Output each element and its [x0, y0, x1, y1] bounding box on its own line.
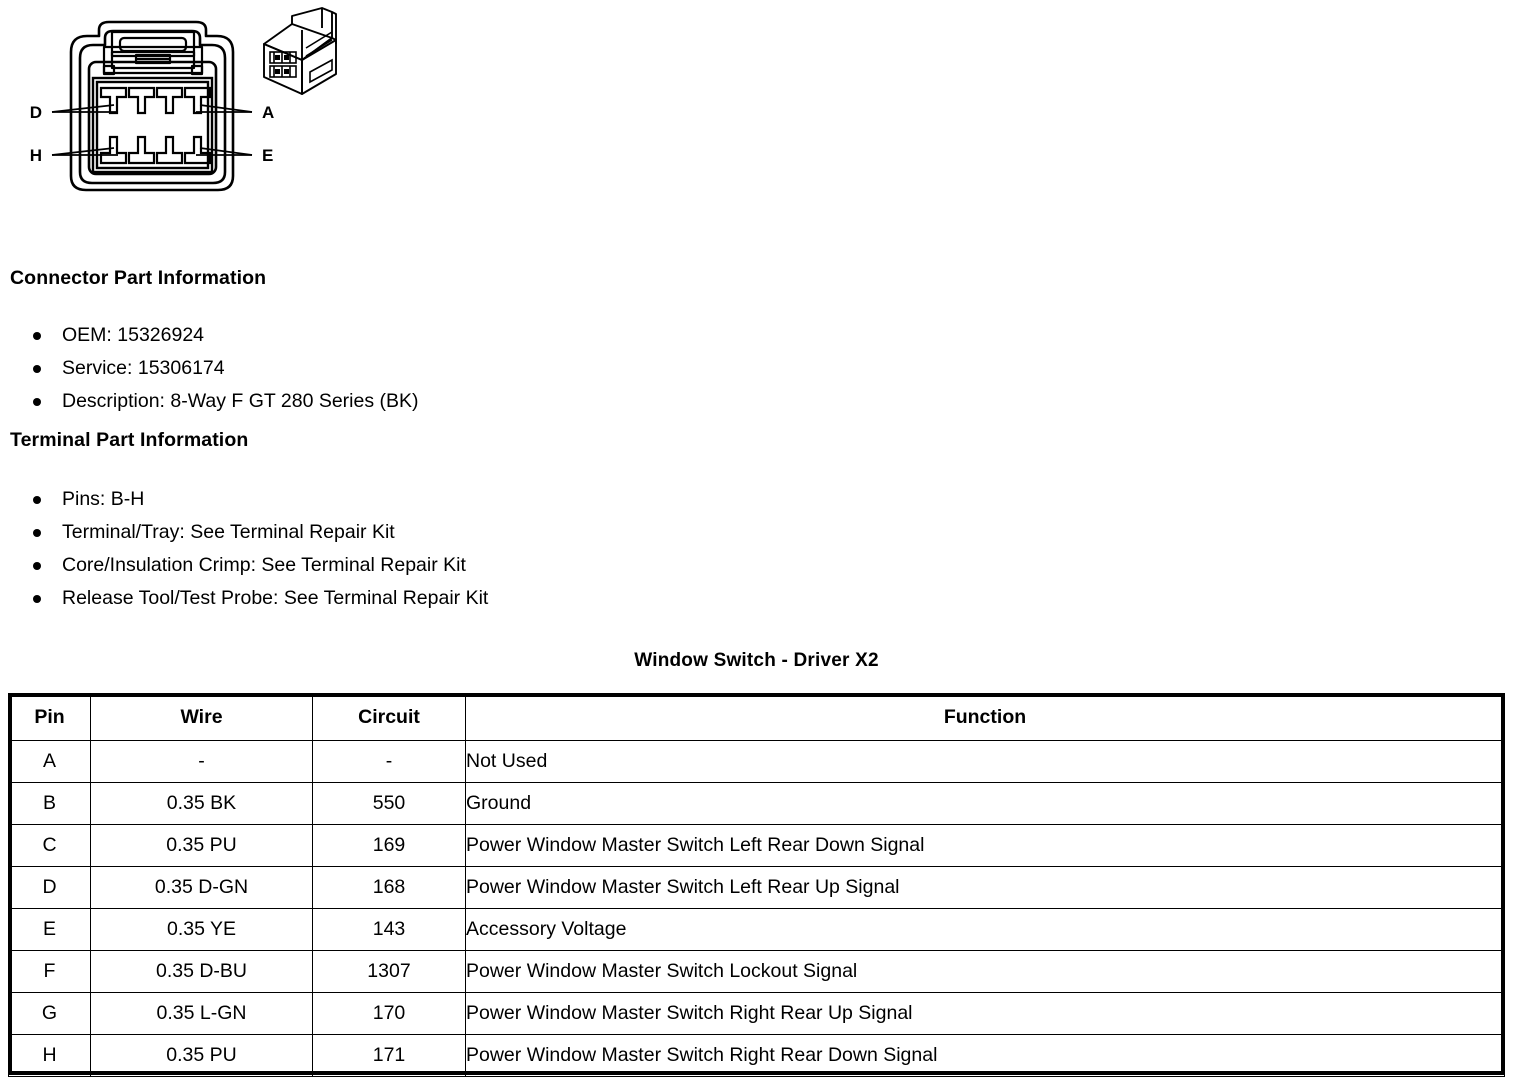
list-item: OEM: 15326924 — [0, 319, 419, 352]
cell-circuit: 170 — [312, 992, 466, 1035]
column-header-function: Function — [465, 693, 1505, 741]
list-item: Terminal/Tray: See Terminal Repair Kit — [0, 516, 488, 549]
table-row: G 0.35 L-GN 170 Power Window Master Swit… — [8, 992, 1505, 1035]
table-row: B 0.35 BK 550 Ground — [8, 782, 1505, 825]
cell-function: Power Window Master Switch Lockout Signa… — [465, 950, 1505, 993]
cell-wire: 0.35 YE — [90, 908, 313, 951]
pinout-table-title: Window Switch - Driver X2 — [634, 650, 879, 671]
list-item: Pins: B-H — [0, 483, 488, 516]
terminal-part-information-list: Pins: B-H Terminal/Tray: See Terminal Re… — [0, 483, 488, 615]
cell-circuit: 143 — [312, 908, 466, 951]
connector-illustration: D A H E — [0, 0, 400, 225]
table-row: D 0.35 D-GN 168 Power Window Master Swit… — [8, 866, 1505, 909]
pin-label-h: H — [30, 146, 42, 165]
cell-circuit: 171 — [312, 1034, 466, 1077]
column-header-circuit: Circuit — [312, 693, 466, 741]
cell-function: Power Window Master Switch Right Rear Do… — [465, 1034, 1505, 1077]
cell-pin: D — [8, 866, 91, 909]
leader-line-e — [199, 147, 253, 156]
cell-pin: B — [8, 782, 91, 825]
table-header-row: Pin Wire Circuit Function — [8, 693, 1505, 741]
list-item: Release Tool/Test Probe: See Terminal Re… — [0, 582, 488, 615]
cell-wire: 0.35 D-GN — [90, 866, 313, 909]
cell-pin: F — [8, 950, 91, 993]
cell-wire: - — [90, 740, 313, 783]
cell-function: Power Window Master Switch Left Rear Dow… — [465, 824, 1505, 867]
cell-wire: 0.35 D-BU — [90, 950, 313, 993]
table-row: F 0.35 D-BU 1307 Power Window Master Swi… — [8, 950, 1505, 993]
column-header-pin: Pin — [8, 693, 91, 741]
cell-pin: A — [8, 740, 91, 783]
connector-isometric-view — [263, 7, 337, 95]
list-item: Core/Insulation Crimp: See Terminal Repa… — [0, 549, 488, 582]
cell-circuit: 550 — [312, 782, 466, 825]
terminal-part-information-heading: Terminal Part Information — [10, 429, 249, 451]
cell-pin: G — [8, 992, 91, 1035]
cell-wire: 0.35 PU — [90, 1034, 313, 1077]
cell-wire: 0.35 PU — [90, 824, 313, 867]
cell-function: Accessory Voltage — [465, 908, 1505, 951]
cell-wire: 0.35 BK — [90, 782, 313, 825]
pin-label-e: E — [262, 146, 273, 165]
cell-circuit: 1307 — [312, 950, 466, 993]
cell-function: Power Window Master Switch Right Rear Up… — [465, 992, 1505, 1035]
list-item: Service: 15306174 — [0, 352, 419, 385]
table-row: A - - Not Used — [8, 740, 1505, 783]
list-item: Description: 8-Way F GT 280 Series (BK) — [0, 385, 419, 418]
cell-circuit: 168 — [312, 866, 466, 909]
column-header-wire: Wire — [90, 693, 313, 741]
pin-label-a: A — [262, 103, 274, 122]
cell-function: Not Used — [465, 740, 1505, 783]
leader-line-h — [51, 147, 115, 156]
table-row: E 0.35 YE 143 Accessory Voltage — [8, 908, 1505, 951]
pinout-table: Pin Wire Circuit Function A - - Not Used… — [8, 693, 1505, 1077]
connector-part-information-heading: Connector Part Information — [10, 267, 267, 289]
cell-wire: 0.35 L-GN — [90, 992, 313, 1035]
table-row: C 0.35 PU 169 Power Window Master Switch… — [8, 824, 1505, 867]
cell-function: Power Window Master Switch Left Rear Up … — [465, 866, 1505, 909]
pin-label-d: D — [30, 103, 42, 122]
cell-circuit: 169 — [312, 824, 466, 867]
cell-function: Ground — [465, 782, 1505, 825]
table-row: H 0.35 PU 171 Power Window Master Switch… — [8, 1034, 1505, 1077]
cell-pin: E — [8, 908, 91, 951]
cell-pin: H — [8, 1034, 91, 1077]
cell-circuit: - — [312, 740, 466, 783]
cell-pin: C — [8, 824, 91, 867]
connector-part-information-list: OEM: 15326924 Service: 15306174 Descript… — [0, 319, 419, 418]
connector-drawing: D A H E — [30, 7, 337, 192]
